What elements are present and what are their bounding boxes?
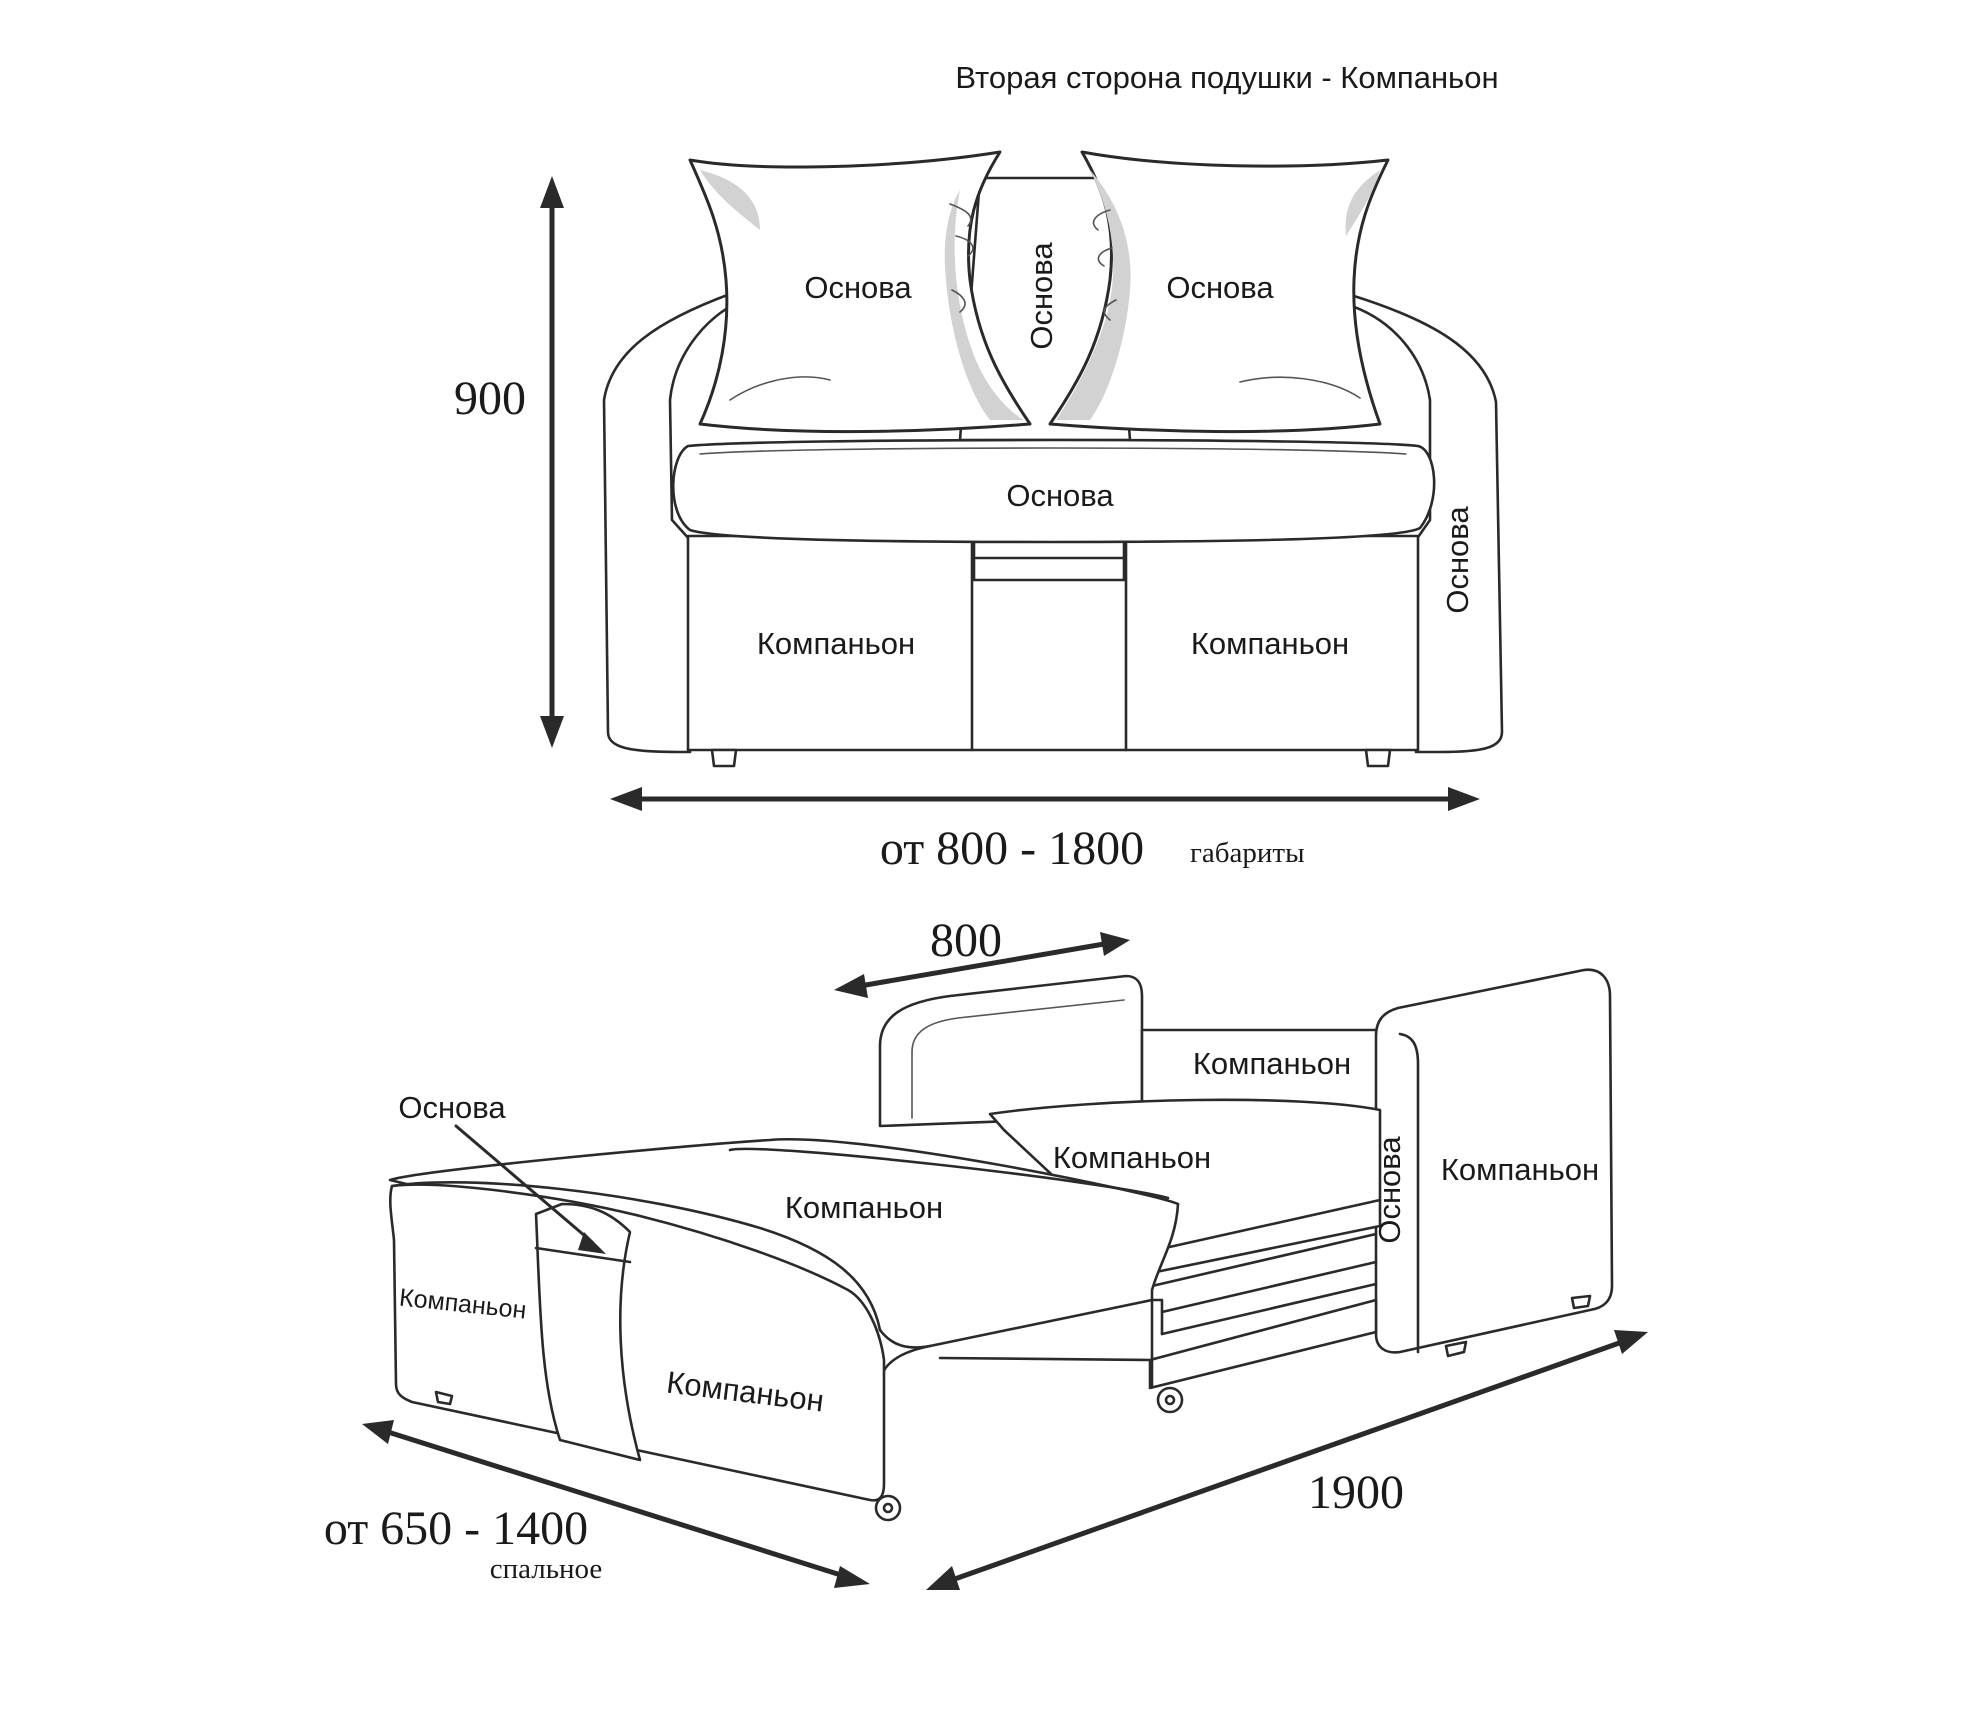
callout-label: Основа: [398, 1090, 506, 1125]
height-arrow: [540, 176, 564, 748]
sleep-width-note: спальное: [490, 1553, 602, 1585]
length-arrow: [926, 1330, 1648, 1590]
front-pillow-left: [688, 150, 1032, 434]
unfolded-mattress-front-label: Компаньон: [785, 1190, 943, 1225]
unfolded-left-body: [389, 1183, 886, 1502]
front-foot-left: [710, 748, 738, 768]
length-value: 1900: [1308, 1466, 1404, 1519]
front-pillow-right-label: Основа: [1166, 270, 1274, 305]
width-value: от 800 - 1800: [880, 822, 1144, 875]
front-seat-label: Основа: [1006, 478, 1114, 513]
front-seat-cushion: [672, 438, 1436, 544]
front-backrest-label: Основа: [1024, 242, 1059, 350]
callout-arrow: [454, 1124, 606, 1254]
front-pillow-right: [1048, 150, 1390, 434]
front-arm-right-label: Основа: [1440, 506, 1475, 614]
depth-arrow: [834, 932, 1130, 998]
sleep-width-arrow: [362, 1420, 870, 1588]
front-left-panel-label: Компаньон: [757, 626, 915, 661]
unfolded-arm-right-inner-label: Основа: [1372, 1136, 1407, 1244]
unfolded-view: Компаньон Компаньон Компаньон Основа Ком…: [324, 914, 1648, 1590]
front-pillow-left-label: Основа: [804, 270, 912, 305]
page-title: Вторая сторона подушки - Компаньон: [955, 60, 1498, 95]
width-note: габариты: [1190, 837, 1305, 869]
unfolded-back-panel-label: Компаньон: [1193, 1046, 1351, 1081]
front-view: Основа Основа Основа Основа Основа Компа…: [454, 60, 1504, 875]
unfolded-center-panel: [534, 1202, 642, 1462]
sleep-width-value: от 650 - 1400: [324, 1502, 588, 1555]
front-left-arm: [602, 292, 744, 754]
unfolded-mattress-back-label: Компаньон: [1053, 1140, 1211, 1175]
front-right-panel-label: Компаньон: [1191, 626, 1349, 661]
unfolded-right-arm: [1374, 968, 1614, 1354]
unfolded-mattress-back: [988, 1098, 1382, 1274]
unfolded-back-left-arm: [878, 974, 1144, 1128]
height-value: 900: [454, 372, 526, 425]
depth-value: 800: [930, 914, 1002, 967]
width-arrow: [610, 787, 1480, 811]
front-foot-right: [1364, 748, 1392, 768]
front-right-arm: [1344, 294, 1504, 754]
unfolded-arm-right-outer-label: Компаньон: [1441, 1152, 1599, 1187]
unfolded-frame: [938, 1298, 1378, 1390]
